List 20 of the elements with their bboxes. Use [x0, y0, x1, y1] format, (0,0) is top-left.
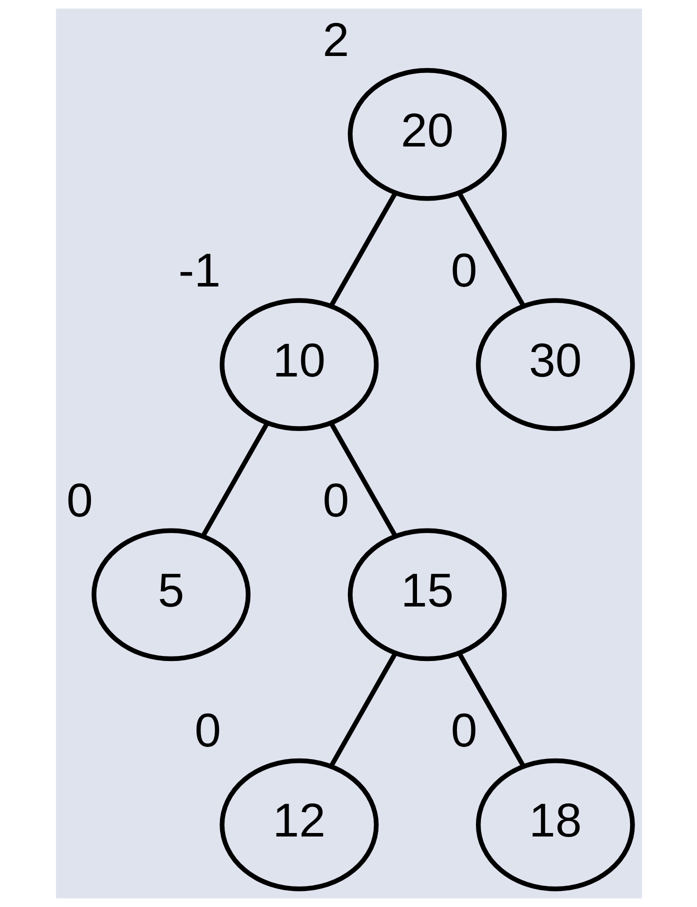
connector [457, 192, 526, 308]
connector [457, 652, 526, 768]
node-label: 0 [322, 474, 349, 528]
connector [328, 192, 397, 308]
node-ellipse: 20 [347, 68, 506, 201]
connector [328, 652, 397, 768]
connector [200, 422, 268, 538]
node-label: 0 [66, 474, 92, 528]
node-ellipse: 5 [91, 528, 250, 662]
node-ellipse: 18 [475, 758, 634, 892]
node-ellipse: 10 [219, 298, 378, 431]
node-ellipse: 30 [475, 298, 634, 431]
node-label: 0 [450, 244, 477, 298]
node-label: 0 [194, 704, 221, 758]
node-ellipse: 12 [219, 758, 378, 892]
node-label: -1 [178, 244, 220, 298]
connector [328, 422, 397, 538]
node-label: 2 [322, 14, 349, 68]
node-label: 0 [450, 704, 477, 758]
node-ellipse: 15 [347, 528, 506, 662]
